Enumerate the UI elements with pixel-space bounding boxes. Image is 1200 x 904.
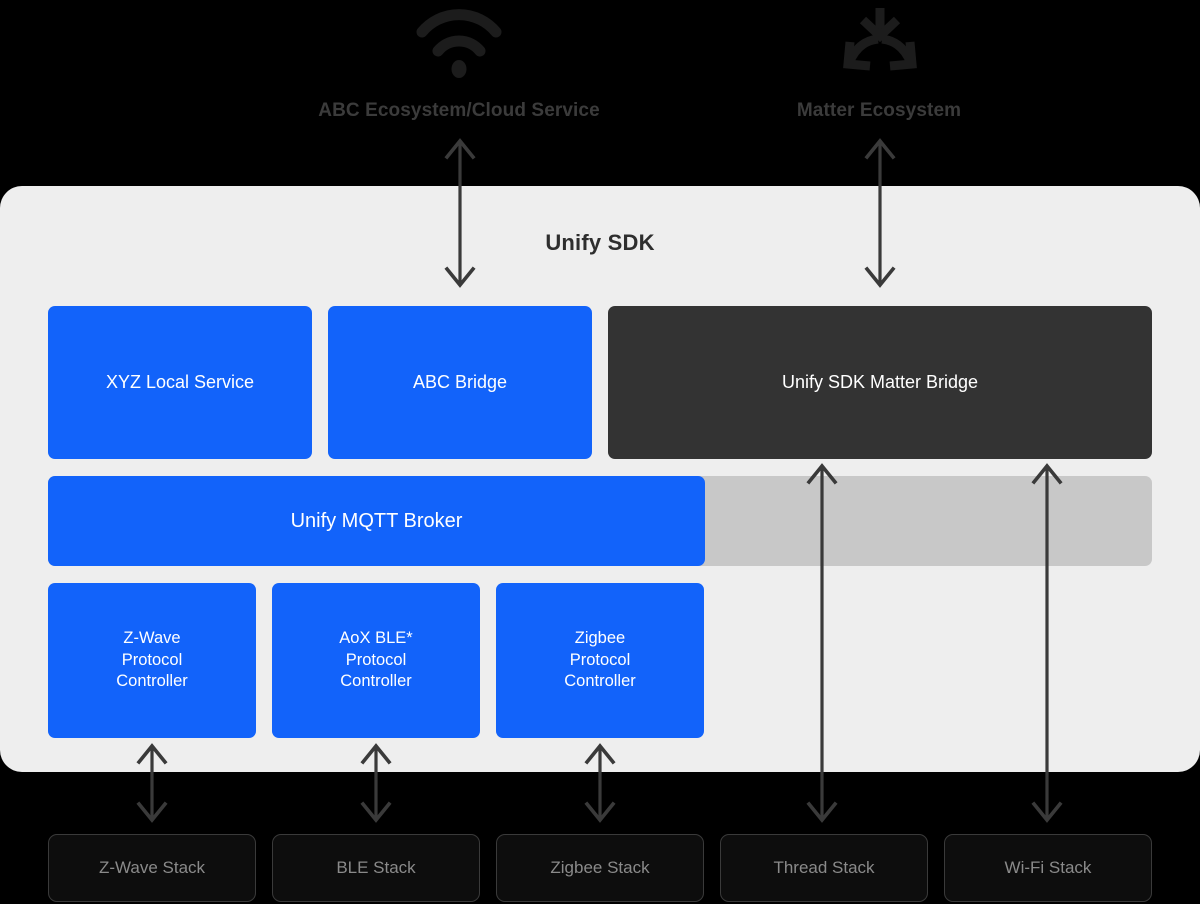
protocol-controller-aox-ble-line2: Protocol [345, 650, 407, 669]
matter-icon [843, 8, 917, 71]
protocol-controller-zwave-line2: Protocol [121, 650, 183, 669]
ecosystem-label-matter: Matter Ecosystem [796, 100, 962, 121]
protocol-controller-zwave-line3: Controller [116, 672, 188, 691]
protocol-controller-zigbee-line3: Controller [564, 672, 636, 691]
protocol-controller-zwave[interactable]: Z-Wave Protocol Controller [48, 583, 256, 738]
stack-box-zigbee[interactable]: Zigbee Stack [496, 834, 704, 902]
wifi-icon [416, 9, 502, 78]
stack-box-ble[interactable]: BLE Stack [272, 834, 480, 902]
service-box-xyz-local-service[interactable]: XYZ Local Service [48, 306, 312, 459]
protocol-controller-aox-ble-line1: AoX BLE* [339, 628, 413, 647]
stack-box-thread[interactable]: Thread Stack [720, 834, 928, 902]
stack-box-zwave[interactable]: Z-Wave Stack [48, 834, 256, 902]
protocol-controller-zigbee-line2: Protocol [569, 650, 631, 669]
service-box-unify-sdk-matter-bridge[interactable]: Unify SDK Matter Bridge [608, 306, 1152, 459]
protocol-controller-zwave-line1: Z-Wave [123, 628, 181, 647]
mqtt-broker-box[interactable]: Unify MQTT Broker [48, 476, 705, 566]
ecosystem-label-abc: ABC Ecosystem/Cloud Service [318, 100, 600, 121]
unify-mqtt-broker-bar: Unify MQTT Broker [48, 476, 1152, 566]
protocol-controller-aox-ble-line3: Controller [340, 672, 412, 691]
service-box-abc-bridge[interactable]: ABC Bridge [328, 306, 592, 459]
protocol-controller-aox-ble[interactable]: AoX BLE* Protocol Controller [272, 583, 480, 738]
protocol-controller-zigbee[interactable]: Zigbee Protocol Controller [496, 583, 704, 738]
page-title: Unify SDK [545, 230, 655, 255]
stack-box-wifi[interactable]: Wi-Fi Stack [944, 834, 1152, 902]
protocol-controller-zigbee-line1: Zigbee [574, 628, 626, 647]
